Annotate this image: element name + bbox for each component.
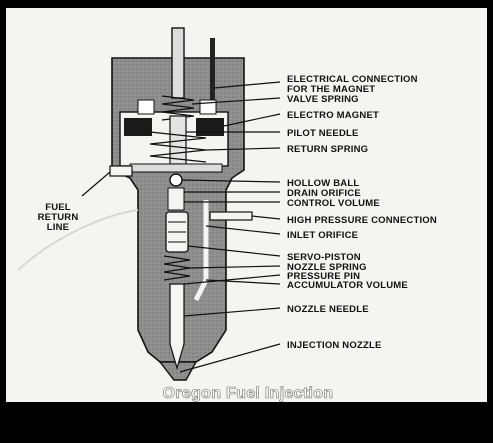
control-volume-bore	[167, 187, 185, 211]
decorative-curve	[17, 209, 139, 271]
label-high-pressure-connection: HIGH PRESSURE CONNECTION	[287, 215, 437, 226]
hollow-ball	[169, 173, 183, 187]
caption-oregon-fuel-injection: Oregon Fuel Injection	[163, 385, 334, 402]
label-return-spring: RETURN SPRING	[287, 144, 368, 155]
label-accumulator-volume: ACCUMULATOR VOLUME	[287, 280, 408, 291]
connection-rod	[171, 27, 185, 99]
label-electro-magnet: ELECTRO MAGNET	[287, 110, 379, 121]
label-drain-orifice: DRAIN ORIFICE	[287, 188, 361, 199]
leader-lines	[81, 81, 281, 373]
nozzle-needle	[169, 283, 185, 371]
high-pressure-pipe	[209, 211, 253, 221]
electrical-wire	[210, 38, 215, 102]
label-injection-nozzle: INJECTION NOZZLE	[287, 340, 382, 351]
label-fuel-return-line-2: RETURN	[38, 212, 79, 223]
fuel-return-fitting	[109, 165, 133, 177]
label-electrical-connection-2: FOR THE MAGNET	[287, 84, 375, 95]
label-valve-spring: VALVE SPRING	[287, 94, 359, 105]
diagram-panel	[6, 8, 487, 402]
label-servo-piston: SERVO-PISTON	[287, 252, 361, 263]
servo-piston-rings	[168, 221, 186, 243]
label-nozzle-needle: NOZZLE NEEDLE	[287, 304, 369, 315]
label-hollow-ball: HOLLOW BALL	[287, 178, 359, 189]
label-nozzle-spring: NOZZLE SPRING	[287, 262, 367, 273]
label-fuel-return-line-3: LINE	[47, 222, 69, 233]
label-pressure-pin: PRESSURE PIN	[287, 271, 360, 282]
label-inlet-orifice: INLET ORIFICE	[287, 230, 358, 241]
label-electrical-connection-1: ELECTRICAL CONNECTION	[287, 74, 418, 85]
label-fuel-return-line-1: FUEL	[45, 202, 71, 213]
magnet-chamber	[119, 95, 229, 173]
label-pilot-needle: PILOT NEEDLE	[287, 128, 359, 139]
label-control-volume: CONTROL VOLUME	[287, 198, 380, 209]
